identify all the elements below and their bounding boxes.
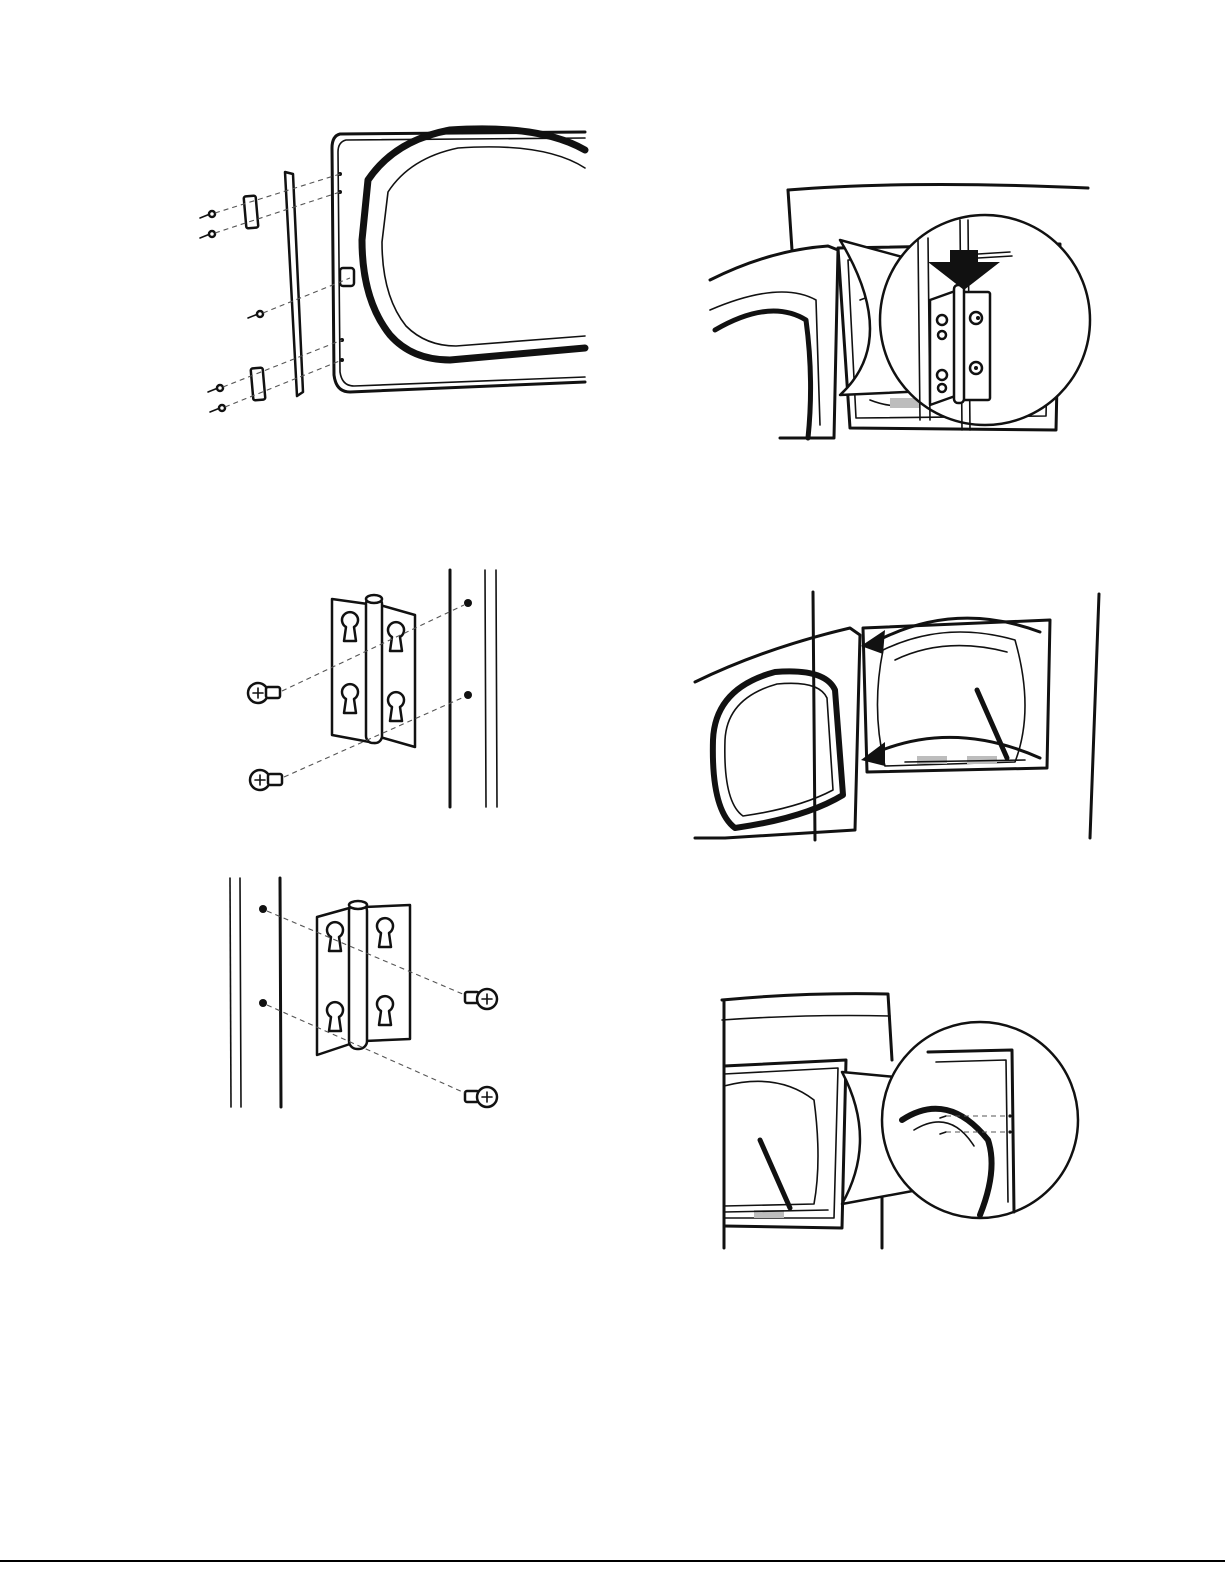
screw-holes-zoom-icon <box>718 990 1083 1252</box>
figure-hinge-left-panel <box>225 875 505 1110</box>
door-latch <box>340 268 354 286</box>
hinge-right-icon <box>240 565 510 810</box>
screw-icon <box>248 683 282 790</box>
footer-rule <box>0 1560 1225 1562</box>
hinge-zoom-icon <box>710 180 1100 450</box>
door-exploded-icon <box>190 120 590 440</box>
swing-arrow-icon <box>877 737 1040 758</box>
figure-door-exploded <box>190 120 590 440</box>
figure-door-swing <box>695 590 1105 842</box>
figure-hinge-zoom <box>710 180 1100 450</box>
figure-hinge-right-panel <box>240 565 510 810</box>
cover-strip <box>285 172 303 396</box>
figure-screw-holes-zoom <box>718 990 1083 1252</box>
hinge-pin <box>366 597 382 743</box>
door-swing-icon <box>695 590 1105 842</box>
screw-icon <box>465 989 497 1107</box>
hinge-left-icon <box>225 875 505 1110</box>
hinge-pin <box>349 903 367 1049</box>
strike-plate-top <box>244 196 259 229</box>
